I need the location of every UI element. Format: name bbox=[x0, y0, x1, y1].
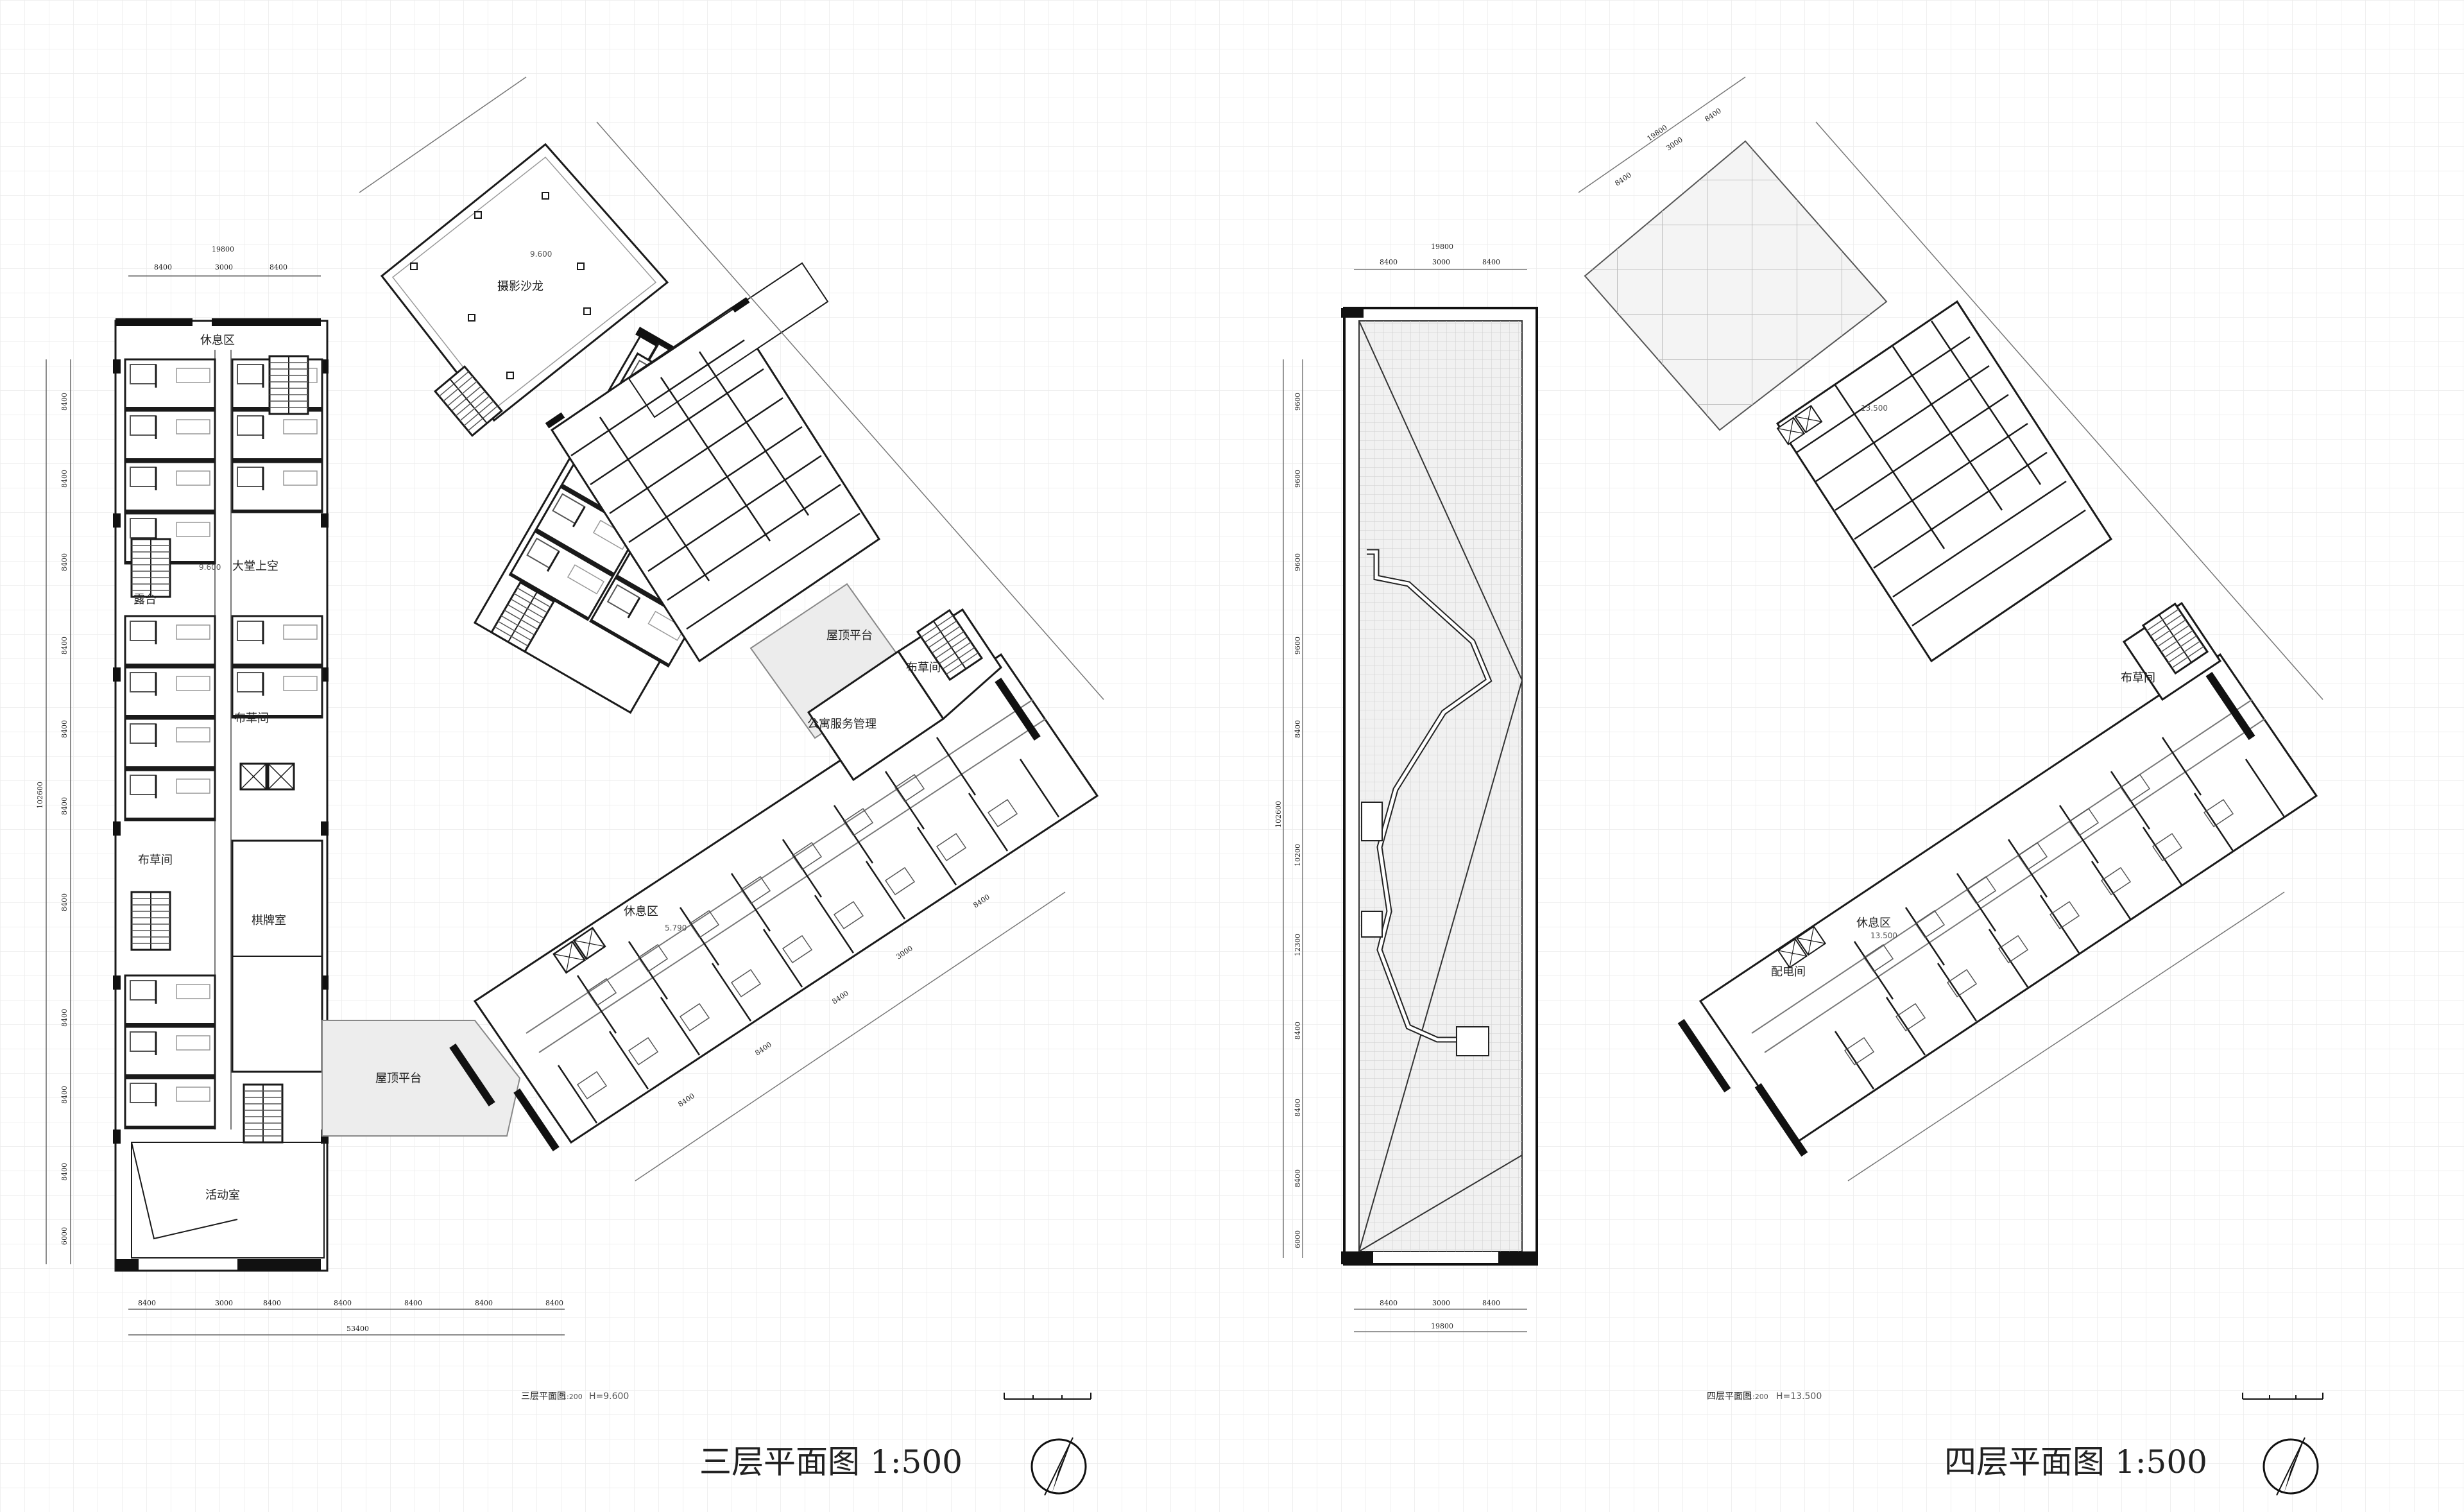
roof-dim-left-5: 8400 bbox=[1294, 720, 1302, 738]
roof-dim-left-chain: 9600 9600 9600 9600 8400 10200 12300 840… bbox=[1294, 393, 1302, 1248]
floor3-left-block bbox=[113, 318, 329, 1272]
room-balcony: 露台 bbox=[133, 593, 157, 606]
room-chess: 棋牌室 bbox=[252, 914, 286, 927]
f3-dim-left-7: 8400 bbox=[60, 893, 69, 911]
f3-dim-left-5: 8400 bbox=[60, 720, 69, 738]
room-apartment-service: 公寓服务管理 bbox=[807, 717, 877, 731]
north-arrow-icon bbox=[1031, 1437, 1087, 1496]
room-roof-terrace-1: 屋顶平台 bbox=[375, 1072, 422, 1085]
f3-dim-left-1: 8400 bbox=[60, 393, 69, 411]
room-roof-terrace-2: 屋顶平台 bbox=[826, 629, 873, 642]
floor4-small-title: 四层平面图 bbox=[1707, 1391, 1752, 1402]
f3-dim-top-total: 19800 bbox=[212, 245, 234, 253]
f3-dim-left-chain: 8400 8400 8400 8400 8400 8400 8400 8400 … bbox=[60, 393, 69, 1245]
f3-dim-left-6: 8400 bbox=[60, 797, 69, 815]
f3-dim-left-2: 8400 bbox=[60, 470, 69, 488]
roof-dim-bottom-total: 19800 bbox=[1431, 1322, 1453, 1330]
north-arrow-icon bbox=[2263, 1437, 2319, 1496]
roof-dim-left-8: 8400 bbox=[1294, 1022, 1302, 1040]
roof-dim-left-11: 6000 bbox=[1294, 1230, 1302, 1248]
floor3-upper-wing-body bbox=[545, 262, 881, 663]
room-rest-area-lower: 休息区 bbox=[624, 905, 658, 918]
f3-dim-left-10: 8400 bbox=[60, 1163, 69, 1181]
floor3-dimensions bbox=[46, 275, 565, 1336]
floor3-roof-terrace-bridge: 屋顶平台 bbox=[321, 1020, 521, 1137]
floor3-height-note: H=9.600 bbox=[589, 1391, 629, 1402]
f3-dim-bottom-4: 8400 bbox=[334, 1299, 352, 1307]
f3-dim-top-2: 3000 bbox=[215, 263, 233, 271]
floor4-title: 四层平面图 1:500 bbox=[1944, 1443, 2207, 1481]
roof-dim-bottom-1: 8400 bbox=[1380, 1299, 1398, 1307]
room-rest-area-top: 休息区 bbox=[200, 334, 235, 347]
roof-dim-left-total: 102600 bbox=[1274, 801, 1283, 828]
floor3-left-labels: 休息区 大堂上空 露台 布草间 布草间 棋牌室 活动室 9.600 bbox=[133, 334, 286, 1202]
elevation-mark-b: 5.790 bbox=[665, 924, 687, 932]
f3-dim-left-4: 8400 bbox=[60, 637, 69, 655]
floor3-lower-wing-labels: 布草间 公寓服务管理 休息区 5.790 bbox=[624, 661, 941, 932]
roof-dim-left-6: 10200 bbox=[1294, 844, 1302, 866]
f3-dim-top-3: 8400 bbox=[270, 263, 287, 271]
f3-dim-top-1: 8400 bbox=[154, 263, 172, 271]
roof-dim-top-total: 19800 bbox=[1431, 243, 1453, 251]
roof-dim-bottom-3: 8400 bbox=[1482, 1299, 1500, 1307]
room-atrium-void: 大堂上空 bbox=[232, 560, 278, 573]
f3-dim-left-9: 8400 bbox=[60, 1086, 69, 1104]
floor4-title-block: 四层平面图 1:200 H=13.500 四层平面图 1:500 bbox=[1707, 1391, 2323, 1496]
f3-dim-bottom-1: 8400 bbox=[138, 1299, 156, 1307]
f4-room-power: 配电间 bbox=[1771, 965, 1806, 979]
f3-dim-bottom-5: 8400 bbox=[404, 1299, 422, 1307]
roof-dim-bottom-2: 3000 bbox=[1432, 1299, 1450, 1307]
f3-dim-left-total: 102600 bbox=[36, 782, 44, 809]
roof-dim-left-10: 8400 bbox=[1294, 1169, 1302, 1187]
floor4-lower-wing bbox=[1677, 601, 2318, 1157]
room-linen-2: 布草间 bbox=[138, 854, 173, 867]
floor4-height-note: H=13.500 bbox=[1776, 1391, 1822, 1402]
roof-dim-top-2: 3000 bbox=[1432, 258, 1450, 266]
floor3-wing-dimensions bbox=[359, 76, 1104, 1181]
floor4-labels: 布草间 休息区 配电间 13.500 13.500 bbox=[1771, 404, 2155, 979]
floor3-title-block: 三层平面图 1:200 H=9.600 三层平面图 1:500 bbox=[521, 1391, 1091, 1496]
floor4-small-scale: 1:200 bbox=[1748, 1393, 1768, 1401]
roof-dim-left-2: 9600 bbox=[1294, 470, 1302, 488]
roof-dim-left-9: 8400 bbox=[1294, 1099, 1302, 1117]
f3-dim-bottom-7: 8400 bbox=[545, 1299, 563, 1307]
f4-room-linen: 布草间 bbox=[2121, 671, 2155, 685]
floor4-upper-wing bbox=[1775, 300, 2113, 663]
f3-dim-bottom-2: 3000 bbox=[215, 1299, 233, 1307]
floor3-small-title: 三层平面图 bbox=[521, 1391, 566, 1402]
floor4-dimensions bbox=[1578, 76, 2323, 1181]
floor3-lower-wing bbox=[449, 608, 1099, 1151]
roof-dim-left-1: 9600 bbox=[1294, 393, 1302, 411]
roof-plan bbox=[1341, 307, 1538, 1266]
roof-dim-top-3: 8400 bbox=[1482, 258, 1500, 266]
floor3-title: 三层平面图 1:500 bbox=[699, 1443, 963, 1481]
elevation-mark-a: 9.600 bbox=[199, 563, 221, 572]
room-linen-3: 布草间 bbox=[906, 661, 941, 674]
roof-dim-left-4: 9600 bbox=[1294, 637, 1302, 655]
elevation-mark-c: 9.600 bbox=[530, 250, 552, 259]
f4-elevation-a: 13.500 bbox=[1861, 404, 1888, 413]
f3-dim-left-11: 6000 bbox=[60, 1227, 69, 1245]
roof-dim-left-7: 12300 bbox=[1294, 934, 1302, 956]
f3-dim-left-3: 8400 bbox=[60, 553, 69, 571]
room-photo-salon: 摄影沙龙 bbox=[497, 280, 543, 293]
room-linen-1: 布草间 bbox=[234, 712, 269, 725]
f3-dim-bottom-6: 8400 bbox=[475, 1299, 493, 1307]
f3-dim-bottom-total: 53400 bbox=[346, 1325, 369, 1333]
f3-dim-bottom-3: 8400 bbox=[263, 1299, 281, 1307]
floor3-scale-bar bbox=[1004, 1393, 1091, 1400]
room-activity: 活动室 bbox=[205, 1189, 240, 1202]
roof-dimensions bbox=[1283, 269, 1527, 1332]
f4-room-rest-area: 休息区 bbox=[1856, 916, 1891, 930]
roof-dim-top-1: 8400 bbox=[1380, 258, 1398, 266]
f3-dim-left-8: 8400 bbox=[60, 1009, 69, 1027]
floor4-roof-pavilion bbox=[1584, 140, 1888, 431]
floor4-scale-bar bbox=[2242, 1393, 2323, 1400]
floor3-small-scale: 1:200 bbox=[562, 1393, 583, 1401]
roof-dim-left-3: 9600 bbox=[1294, 553, 1302, 571]
f4-elevation-b: 13.500 bbox=[1870, 931, 1897, 940]
floor3-photo-salon: 摄影沙龙 9.600 bbox=[380, 142, 669, 437]
